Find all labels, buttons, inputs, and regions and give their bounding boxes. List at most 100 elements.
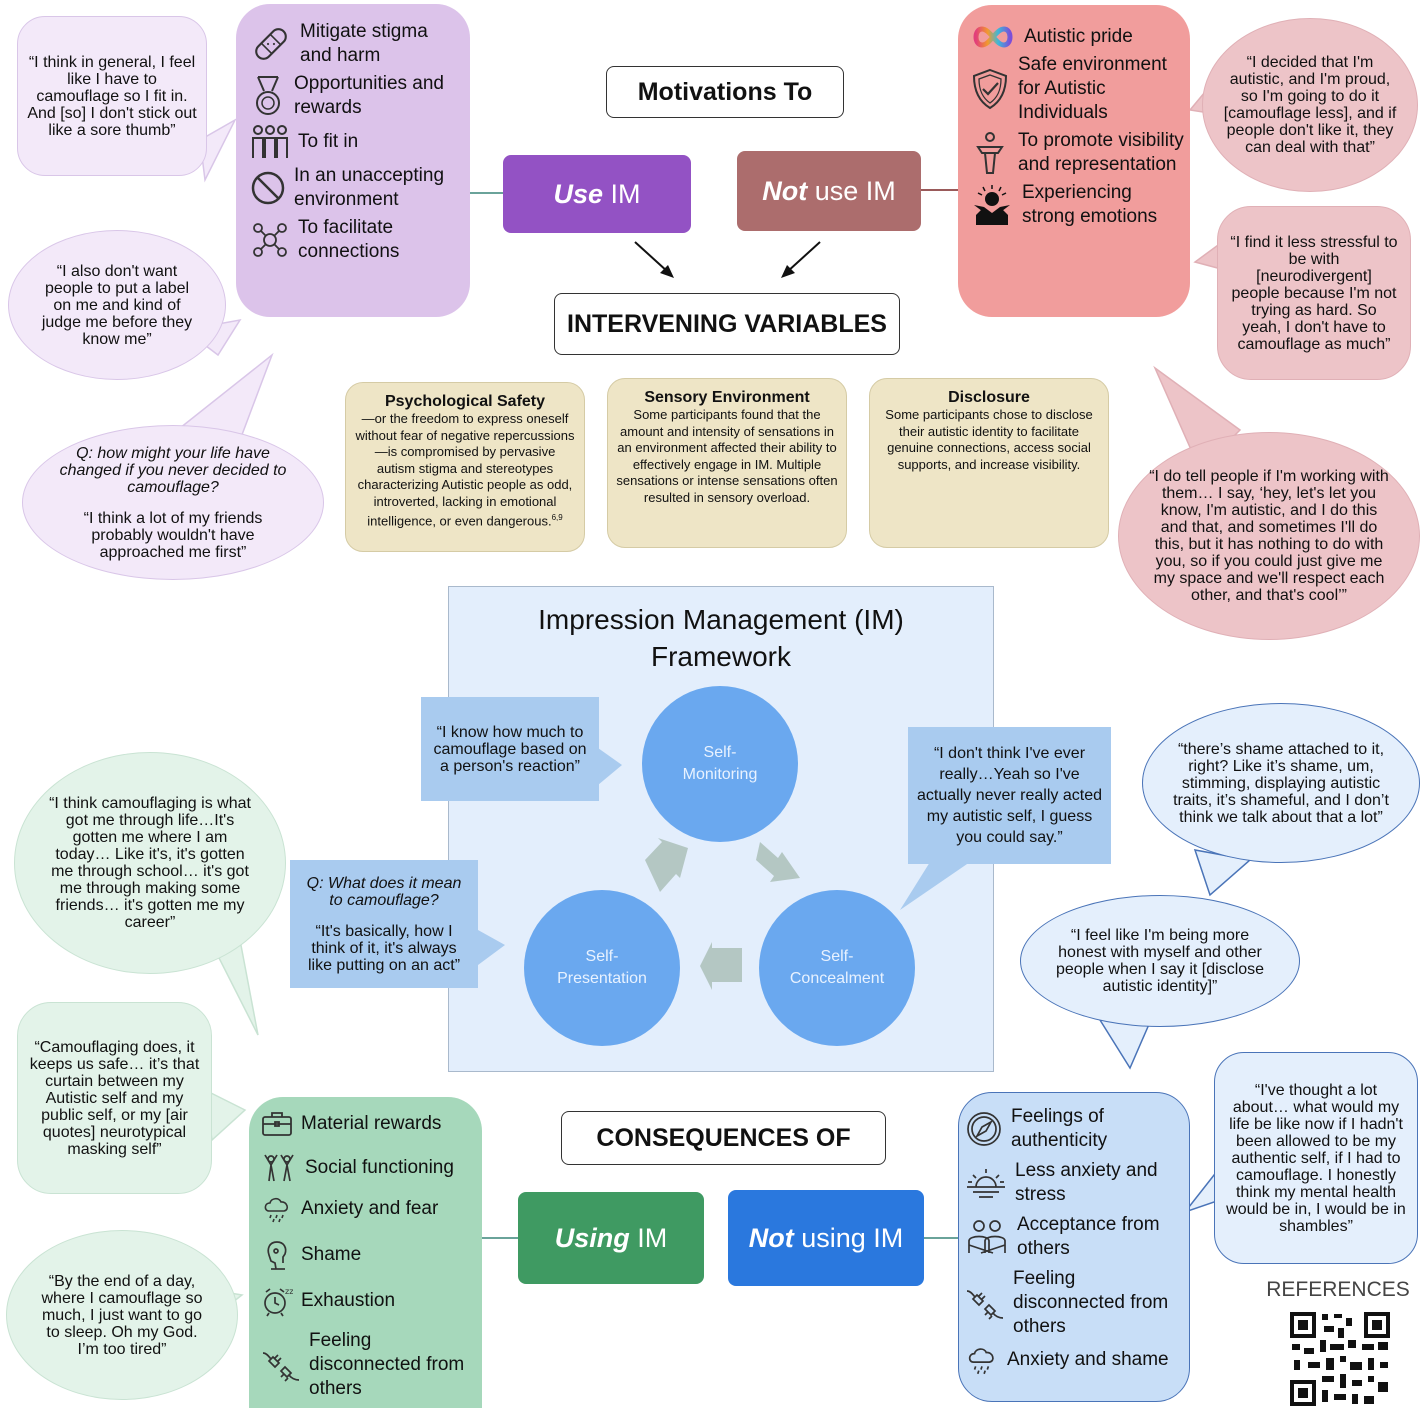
infinity-icon: [973, 26, 1013, 48]
intervening-title-text: INTERVENING VARIABLES: [567, 309, 887, 338]
people-cheering-icon: [264, 1154, 294, 1182]
unplugged-icon: [966, 1290, 1004, 1320]
quote-bubble-sleep: “By the end of a day, where I camouflage…: [6, 1230, 238, 1400]
quote-bubble-friends: Q: how might your life have changed if y…: [22, 425, 324, 580]
node-label: Self-: [585, 948, 619, 965]
consequence-item: Feeling disconnected from others: [261, 1329, 476, 1401]
motivation-item: To promote visibility and representation: [970, 129, 1186, 177]
var-text: —or the freedom to express oneself witho…: [355, 411, 575, 529]
prohibited-icon: [251, 171, 285, 205]
consequence-label: Feeling disconnected from others: [309, 1330, 465, 1399]
quote-box-concealment: “I don't think I've ever really…Yeah so …: [908, 727, 1111, 864]
motivation-item: In an unaccepting environment: [250, 164, 462, 212]
quote-bubble-label: “I also don't want people to put a label…: [8, 230, 226, 380]
shield-check-icon: [972, 68, 1008, 110]
quote-bubble-proud: “I decided that I'm autistic, and I'm pr…: [1202, 18, 1418, 192]
consequence-label: Anxiety and fear: [301, 1198, 439, 1219]
network-icon: [253, 223, 287, 257]
consequences-title: CONSEQUENCES OF: [561, 1111, 886, 1165]
motivation-item: Experiencing strong emotions: [970, 181, 1186, 229]
quote-bubble-shame: “there’s shame attached to it, right? Li…: [1142, 703, 1420, 863]
not-using-im-node: Not using IM: [728, 1190, 924, 1286]
quote-text: “I feel like I'm being more honest with …: [1055, 927, 1265, 995]
quote-text: “I've thought a lot about… what would my…: [1226, 1081, 1406, 1235]
motivation-label: In an unaccepting environment: [294, 165, 445, 210]
stressed-person-icon: [974, 185, 1010, 225]
references-label: REFERENCES: [1255, 1278, 1421, 1302]
use-emphasis: Use: [553, 178, 604, 209]
quote-text: “I think a lot of my friends probably wo…: [83, 509, 263, 561]
quote-bubble-honest: “I feel like I'm being more honest with …: [1020, 895, 1300, 1027]
storm-cloud-icon: [264, 1197, 289, 1223]
motivation-item: To fit in: [250, 124, 462, 160]
qr-code-icon[interactable]: [1288, 1310, 1392, 1408]
consequence-item: Social functioning: [261, 1153, 476, 1183]
consequence-item: Feeling disconnected from others: [965, 1267, 1185, 1339]
quote-box-monitoring: “I know how much to camouflage based on …: [421, 697, 599, 801]
using-rest-text: IM: [629, 1222, 668, 1253]
quote-text: “there’s shame attached to it, right? Li…: [1173, 740, 1389, 826]
quote-text: “Camouflaging does, it keeps us safe… it…: [29, 1038, 200, 1158]
consequence-item: zz Exhaustion: [261, 1285, 476, 1317]
node-label: Concealment: [789, 970, 885, 987]
not-use-im-motivations-panel: Autistic pride Safe environment for Auti…: [958, 5, 1190, 317]
consequence-label: Social functioning: [305, 1157, 454, 1178]
not-using-emphasis: Not: [748, 1222, 794, 1253]
consequence-label: Feeling disconnected from others: [1013, 1268, 1169, 1337]
intervening-var-sensory-environment: Sensory Environment Some participants fo…: [607, 378, 847, 548]
motivation-item: Autistic pride: [970, 25, 1186, 49]
briefcase-icon: [262, 1112, 292, 1136]
var-text: Some participants chose to disclose thei…: [885, 407, 1093, 472]
quote-text: “I decided that I'm autistic, and I'm pr…: [1223, 54, 1397, 156]
medal-icon: [256, 76, 280, 115]
motivations-title: Motivations To: [606, 66, 844, 118]
group-icon: [252, 125, 288, 158]
consequence-item: Shame: [261, 1239, 476, 1271]
not-using-rest-text: using IM: [793, 1222, 904, 1253]
consequence-item: Anxiety and shame: [965, 1345, 1185, 1375]
quote-bubble-shambles: “I've thought a lot about… what would my…: [1214, 1052, 1418, 1264]
question-text: Q: how might your life have changed if y…: [59, 444, 287, 496]
motivations-title-text: Motivations To: [637, 77, 813, 106]
var-text: Some participants found that the amount …: [616, 407, 838, 505]
use-im-motivations-panel: Mitigate stigma and harm Opportunities a…: [236, 4, 470, 317]
consequence-item: Feelings of authenticity: [965, 1105, 1185, 1153]
not-use-im-node: Not use IM: [737, 151, 921, 231]
ashamed-head-icon: [267, 1241, 287, 1270]
quote-text: “I think camouflaging is what got me thr…: [49, 795, 251, 931]
framework-title-line: Framework: [650, 641, 791, 672]
storm-cloud-icon: [968, 1348, 994, 1375]
motivation-label: Autistic pride: [1024, 26, 1133, 47]
motivation-label: To facilitate connections: [298, 217, 400, 262]
intervening-var-psychological-safety: Psychological Safety —or the freedom to …: [345, 382, 585, 552]
quote-bubble-less-stressful: “I find it less stressful to be with [ne…: [1217, 206, 1411, 380]
bandage-icon: [255, 28, 287, 60]
quote-bubble-career: “I think camouflaging is what got me thr…: [14, 752, 286, 974]
framework-title-line: Impression Management (IM): [538, 604, 904, 635]
compass-icon: [967, 1112, 1001, 1146]
motivation-label: Safe environment for Autistic Individual…: [1018, 54, 1167, 123]
svg-text:zz: zz: [285, 1287, 293, 1296]
use-rest-text: IM: [603, 178, 641, 209]
quote-bubble-fit-in: “I think in general, I feel like I have …: [17, 16, 207, 176]
var-heading: Psychological Safety: [384, 393, 546, 410]
quote-text: “I think in general, I feel like I have …: [27, 53, 197, 139]
quote-text: “I know how much to camouflage based on …: [433, 723, 587, 775]
question-text: Q: What does it mean to camouflage?: [306, 874, 462, 909]
not-using-im-consequences-panel: Feelings of authenticity Less anxiety an…: [958, 1092, 1190, 1402]
motivation-label: To fit in: [298, 131, 359, 152]
var-citation: 6,9: [551, 513, 563, 522]
consequence-label: Exhaustion: [301, 1290, 396, 1311]
using-im-consequences-panel: Material rewards Social functioning Anxi…: [249, 1097, 482, 1408]
quote-box-presentation: Q: What does it mean to camouflage? “It'…: [290, 860, 478, 988]
motivation-label: Experiencing strong emotions: [1022, 182, 1158, 227]
quote-text: “I also don't want people to put a label…: [41, 262, 193, 348]
quote-text: “I do tell people if I'm working with th…: [1149, 468, 1389, 604]
sunrise-icon: [967, 1169, 1005, 1198]
consequence-item: Material rewards: [261, 1111, 476, 1137]
consequence-item: Less anxiety and stress: [965, 1159, 1185, 1207]
consequence-item: Anxiety and fear: [261, 1195, 476, 1223]
references-text: REFERENCES: [1266, 1278, 1410, 1301]
self-presentation-node: Self-Presentation: [524, 890, 680, 1046]
